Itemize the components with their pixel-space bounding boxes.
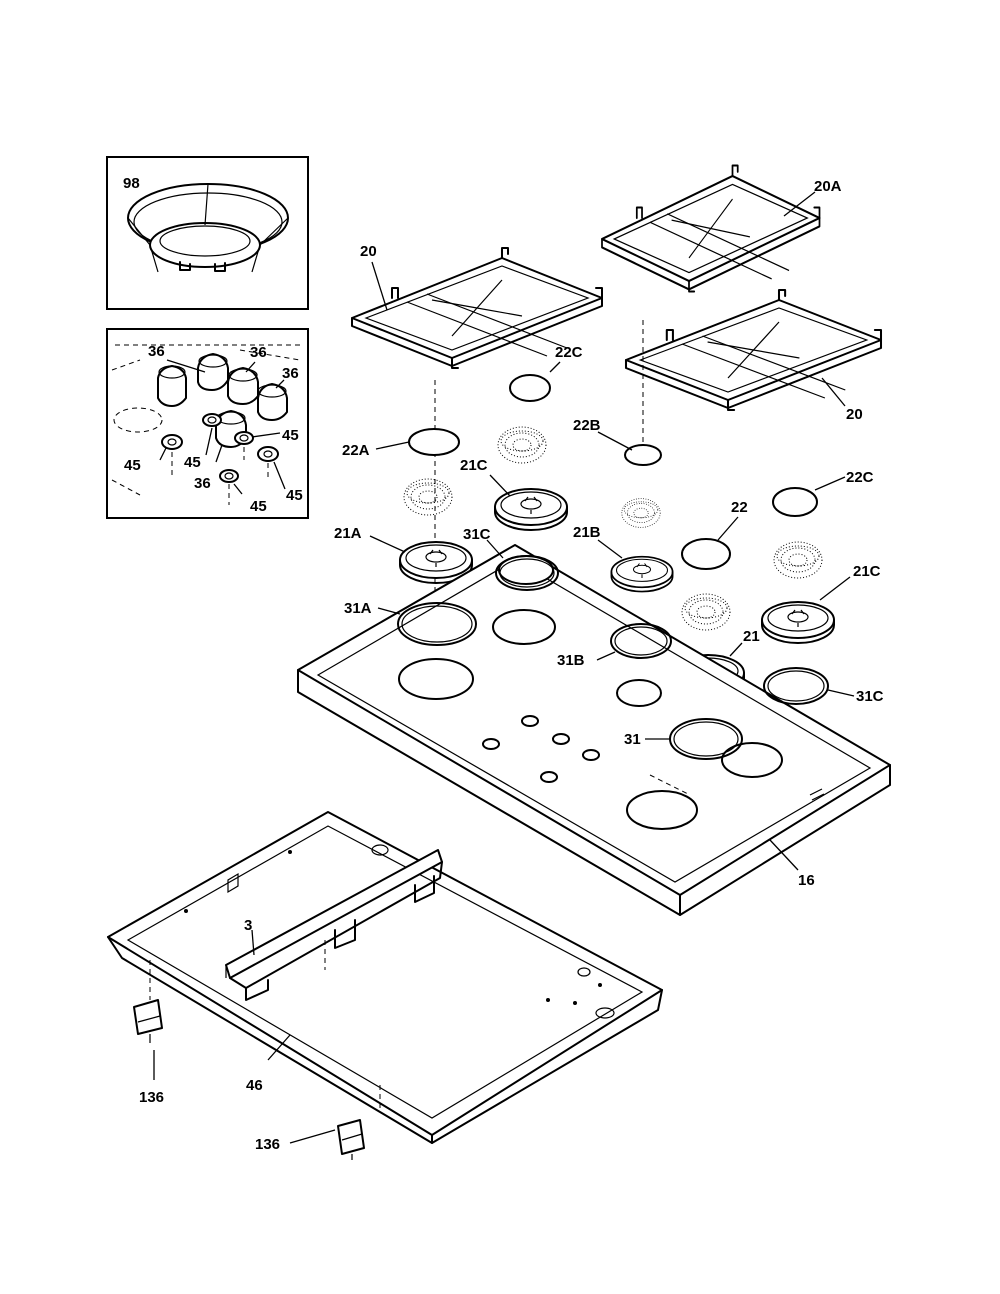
label-36: 36 [282, 365, 299, 382]
label-22A: 22A [342, 442, 370, 459]
label-36: 36 [148, 343, 165, 360]
flame-spreader [621, 498, 661, 528]
burner-cap-22c: 22C [509, 344, 583, 402]
bracket-3: 3 [225, 849, 443, 1001]
label-45: 45 [282, 427, 299, 444]
gasket-31: 31 [624, 718, 743, 760]
label-20: 20 [360, 243, 377, 260]
inset-knobs: 36 36 36 36 45 45 45 45 45 [106, 328, 309, 519]
label-20A: 20A [814, 178, 842, 195]
burner-cap-22b: 22B [573, 417, 662, 466]
seal [257, 446, 279, 462]
grate-20a: 20A [600, 164, 842, 293]
seal [219, 469, 239, 483]
seal [202, 413, 222, 427]
label-22C: 22C [555, 344, 583, 361]
seal [234, 431, 254, 445]
burner-head-21c: 21C [460, 457, 568, 531]
label-31: 31 [624, 731, 641, 748]
label-31A: 31A [344, 600, 372, 617]
label-136: 136 [139, 1089, 164, 1106]
burner-head-21a: 21A [334, 525, 473, 584]
flame-spreader [403, 478, 453, 516]
burner-cap-22a: 22A [342, 428, 460, 459]
flame-spreader [773, 541, 823, 579]
gasket-31a: 31A [344, 600, 477, 646]
grate-right: 20 [624, 288, 883, 423]
label-45: 45 [124, 457, 141, 474]
label-31C: 31C [856, 688, 884, 705]
gasket-31c: 31C [763, 667, 884, 705]
label-36: 36 [194, 475, 211, 492]
label-45: 45 [286, 487, 303, 504]
clip-136: 136 [255, 1119, 365, 1160]
clip-136: 136 [133, 999, 164, 1106]
burner-cap-22: 22 [681, 499, 748, 570]
label-22B: 22B [573, 417, 601, 434]
label-21B: 21B [573, 524, 601, 541]
wok-ring [127, 183, 289, 273]
flame-spreader [681, 593, 731, 631]
gasket-31c: 31C [463, 526, 559, 591]
knob [227, 367, 259, 405]
flame-spreader [497, 426, 547, 464]
cooktop-16: 16 [297, 544, 891, 916]
label-21A: 21A [334, 525, 362, 542]
label-136: 136 [255, 1136, 280, 1153]
label-21C: 21C [460, 457, 488, 474]
knob [157, 365, 187, 407]
label-20: 20 [846, 406, 863, 423]
label-31B: 31B [557, 652, 585, 669]
knob [197, 353, 229, 391]
knob [257, 383, 288, 421]
label-98: 98 [123, 175, 140, 192]
label-21: 21 [743, 628, 760, 645]
grate-left: 20 [351, 243, 603, 369]
burner-head-21c: 21C [761, 563, 881, 644]
label-31C: 31C [463, 526, 491, 543]
label-22C: 22C [846, 469, 874, 486]
inset-frame [106, 328, 309, 519]
label-3: 3 [244, 917, 252, 934]
burner-pan-46: 46 [107, 811, 663, 1144]
label-46: 46 [246, 1077, 263, 1094]
burner-cap-22c: 22C [772, 469, 874, 517]
inset-frame [106, 156, 309, 310]
label-45: 45 [250, 498, 267, 515]
label-36: 36 [250, 344, 267, 361]
label-21C: 21C [853, 563, 881, 580]
burner-head-21b: 21B [573, 524, 674, 593]
inset-wok-ring: 98 [106, 156, 309, 310]
burner-head-21: 21 [671, 628, 760, 697]
gasket-31b: 31B [557, 623, 672, 669]
seal [161, 434, 183, 450]
label-22: 22 [731, 499, 748, 516]
label-16: 16 [798, 872, 815, 889]
label-45: 45 [184, 454, 201, 471]
